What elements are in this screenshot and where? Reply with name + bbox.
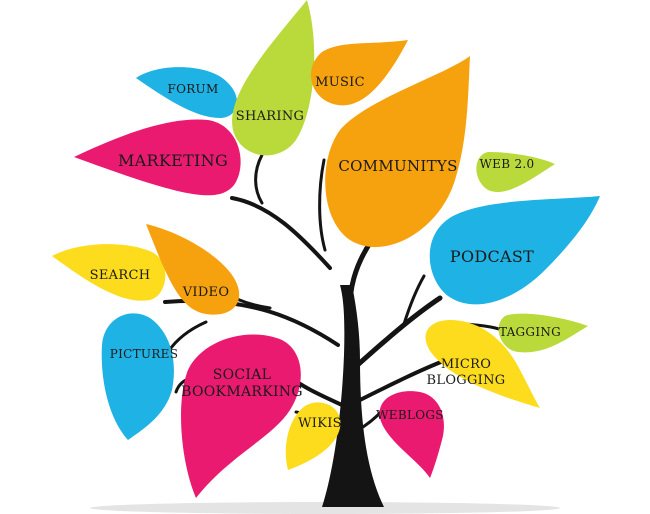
leaf-micro <box>425 320 540 408</box>
leaf-web20-label: WEB 2.0 <box>480 157 535 171</box>
leaf-communitys <box>325 56 470 248</box>
leaf-weblogs <box>379 391 444 478</box>
leaf-social-label-line1: SOCIAL <box>213 367 272 383</box>
branch-micro <box>358 358 448 402</box>
leaf-tagging <box>498 313 588 353</box>
leaf-video-label: VIDEO <box>182 285 230 300</box>
leaf-micro-label-line1: MICRO <box>441 357 491 372</box>
leaf-forum <box>136 67 238 118</box>
leaf-music-label: MUSIC <box>315 75 365 90</box>
leaf-search-label: SEARCH <box>90 268 151 283</box>
leaf-social <box>181 334 301 498</box>
ground-shadow <box>90 502 560 514</box>
branch-podcast <box>349 295 443 373</box>
branch-sharing <box>254 153 264 205</box>
leaf-search <box>52 244 166 301</box>
leaf-marketing <box>74 119 241 196</box>
leaf-weblogs-label: WEBLOGS <box>376 408 444 422</box>
leaf-video <box>146 224 240 315</box>
leaf-social-label-line2: BOOKMARKING <box>181 384 303 400</box>
leaf-micro-label-line2: BLOGGING <box>427 373 506 388</box>
leaf-forum-label: FORUM <box>167 82 218 96</box>
leaf-pictures <box>101 313 174 440</box>
tree-trunk <box>322 285 384 507</box>
leaf-wikis <box>285 402 341 470</box>
leaf-tagging-label: TAGGING <box>499 325 561 339</box>
leaf-sharing <box>232 0 315 156</box>
branch-music <box>318 158 327 252</box>
branch-podcast-2 <box>402 274 426 326</box>
leaf-music <box>310 40 408 106</box>
leaf-podcast-label: PODCAST <box>450 247 534 266</box>
leaf-podcast <box>429 196 600 305</box>
leaf-pictures-label: PICTURES <box>110 347 179 361</box>
leaf-communitys-label: COMMUNITYS <box>338 157 457 175</box>
leaf-web20 <box>476 152 555 192</box>
branch-marketing <box>230 196 332 270</box>
leaf-sharing-label: SHARING <box>236 109 304 124</box>
leaf-marketing-label: MARKETING <box>118 151 228 170</box>
leaf-wikis-label: WIKIS <box>298 416 342 431</box>
